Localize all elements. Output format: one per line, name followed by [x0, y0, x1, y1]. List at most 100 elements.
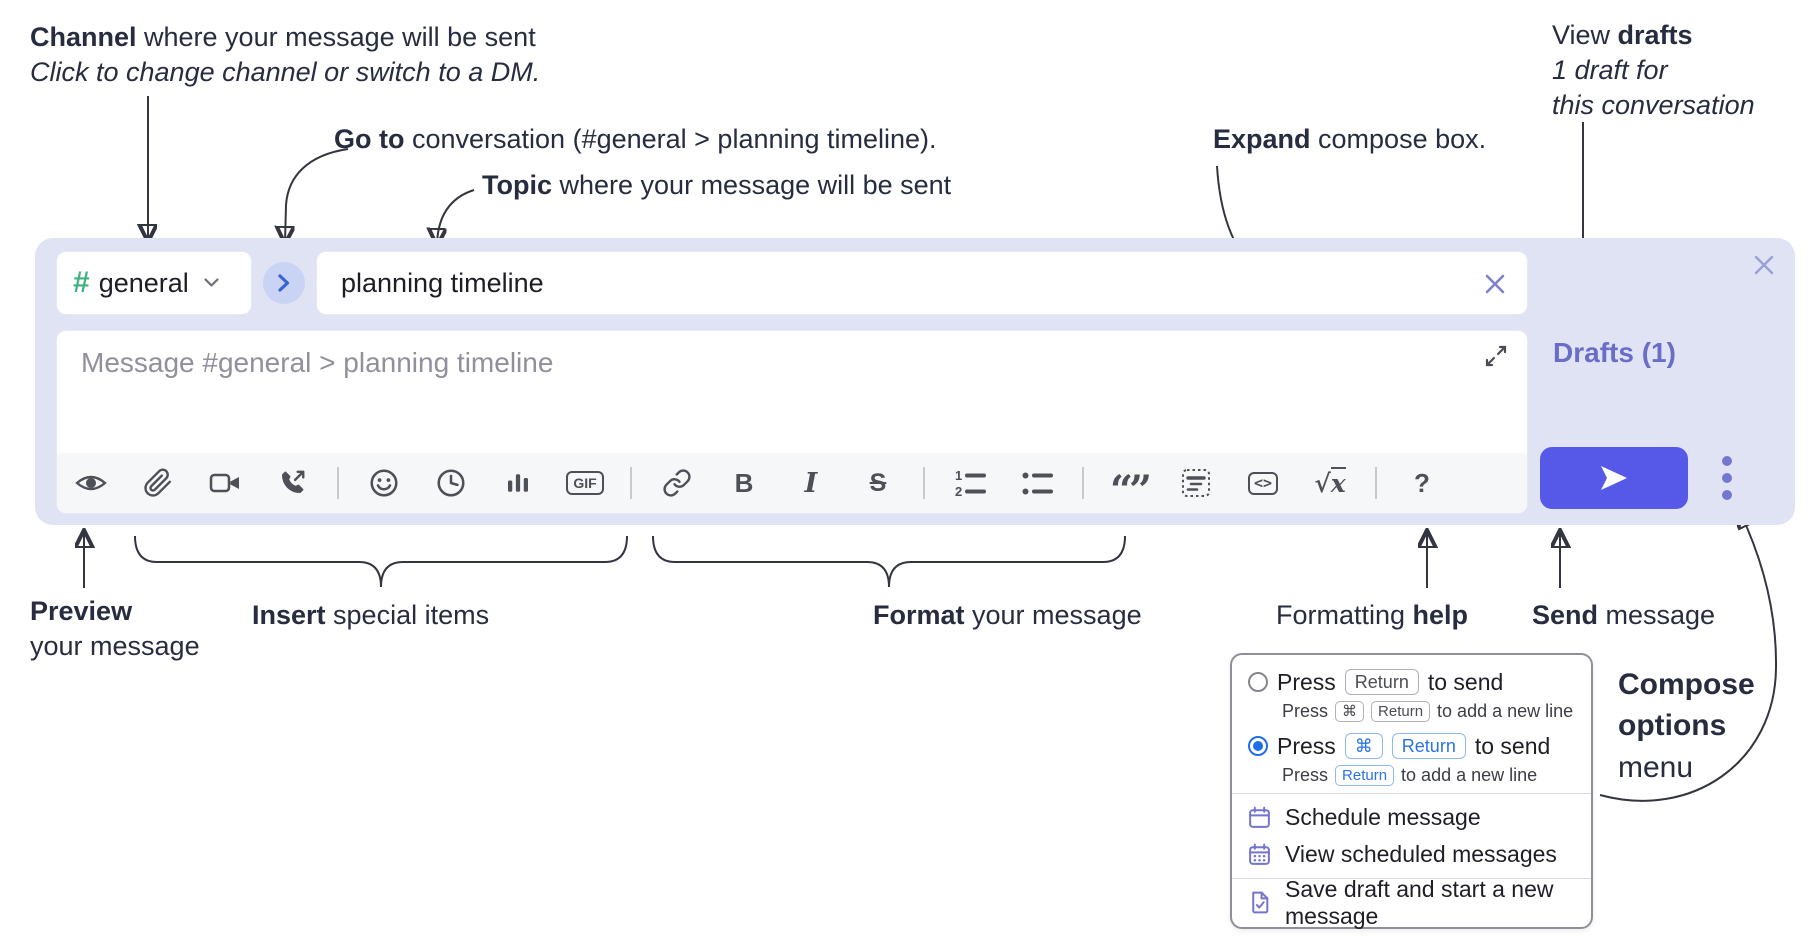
annotation-view-drafts: View drafts 1 draft for this conversatio… — [1552, 20, 1755, 121]
connector-topic — [437, 189, 475, 244]
topic-value: planning timeline — [341, 267, 544, 298]
toolbar-divider — [630, 467, 632, 499]
phone-call-icon — [282, 470, 305, 493]
option-return-to-send[interactable]: Press Return to send — [1232, 665, 1591, 699]
audio-call-button[interactable] — [270, 461, 314, 505]
formatting-toolbar: GIF B I S 1 — [57, 453, 1527, 513]
close-icon — [1754, 255, 1774, 275]
svg-text:1: 1 — [955, 468, 962, 483]
toolbar-divider — [1375, 467, 1377, 499]
code-block-icon — [1182, 469, 1210, 497]
link-button[interactable] — [655, 461, 699, 505]
option-text: to send — [1474, 732, 1551, 759]
annotation-goto: Go to conversation (#general > planning … — [334, 124, 937, 154]
video-camera-icon — [209, 473, 239, 493]
annotation-compose-options: Compose options menu — [1618, 668, 1755, 784]
preview-button[interactable] — [69, 461, 113, 505]
chevron-right-icon — [278, 274, 290, 292]
chevron-down-icon — [204, 278, 219, 287]
clock-icon — [437, 469, 465, 497]
menu-divider — [1232, 793, 1591, 794]
annotation-expand: Expand compose box. — [1213, 124, 1487, 154]
bulleted-list-button[interactable] — [1015, 461, 1059, 505]
toolbar-divider — [337, 467, 339, 499]
annotation-channel: Channel where your message will be sent … — [30, 22, 541, 88]
bold-button[interactable]: B — [722, 461, 766, 505]
compose-options-menu: Press Return to send Press ⌘ Return to a… — [1230, 653, 1593, 929]
italic-icon: I — [804, 467, 818, 499]
kebab-menu-icon — [1722, 473, 1732, 483]
strikethrough-button[interactable]: S — [856, 461, 900, 505]
poll-button[interactable] — [496, 461, 540, 505]
svg-text:2: 2 — [955, 484, 962, 499]
menu-item-view-scheduled[interactable]: View scheduled messages — [1232, 836, 1591, 873]
blockquote-icon: “” — [1109, 467, 1152, 514]
brace-insert — [134, 535, 628, 588]
formula-button[interactable]: √x — [1308, 461, 1352, 505]
keycap-return: Return — [1344, 668, 1419, 696]
keycap-return: Return — [1335, 764, 1395, 787]
kebab-menu-icon — [1722, 456, 1732, 466]
send-icon — [1601, 466, 1627, 490]
topic-input[interactable]: planning timeline — [316, 251, 1528, 315]
emoji-button[interactable] — [362, 461, 406, 505]
inline-code-button[interactable]: <> — [1241, 461, 1285, 505]
menu-item-save-draft[interactable]: Save draft and start a new message — [1232, 876, 1591, 929]
expand-icon — [1485, 345, 1507, 367]
code-block-button[interactable] — [1174, 461, 1218, 505]
annotation-insert: Insert special items — [252, 600, 490, 630]
question-mark-icon: ? — [1414, 467, 1430, 498]
annotation-topic: Topic where your message will be sent — [482, 170, 952, 200]
annotation-send: Send message — [1532, 600, 1716, 630]
close-icon — [1485, 274, 1505, 294]
channel-name: general — [98, 267, 189, 298]
calendar-grid-icon — [1249, 843, 1270, 865]
code-icon: <> — [1247, 471, 1279, 495]
keycap-return: Return — [1391, 732, 1466, 760]
message-input[interactable]: Message #general > planning timeline — [56, 330, 1528, 514]
gif-button[interactable]: GIF — [563, 461, 607, 505]
toolbar-divider — [1082, 467, 1084, 499]
expand-compose-button[interactable] — [1481, 341, 1511, 371]
save-draft-icon — [1252, 891, 1269, 914]
annotation-preview: Preview your message — [30, 596, 200, 662]
topic-clear-button[interactable] — [1479, 268, 1511, 300]
channel-selector[interactable]: # general — [56, 251, 252, 315]
italic-button[interactable]: I — [789, 461, 833, 505]
connector-goto — [285, 148, 349, 242]
radio-unselected-icon[interactable] — [1248, 672, 1268, 692]
keycap-cmd: ⌘ — [1344, 732, 1383, 760]
keycap-return: Return — [1371, 700, 1431, 723]
goto-conversation-button[interactable] — [263, 262, 305, 304]
option-cmd-return-to-send[interactable]: Press ⌘ Return to send — [1232, 729, 1591, 763]
formatting-help-button[interactable]: ? — [1400, 461, 1444, 505]
channel-hash-icon: # — [73, 266, 90, 299]
menu-item-schedule-message[interactable]: Schedule message — [1232, 799, 1591, 836]
blockquote-button[interactable]: “” — [1107, 453, 1152, 514]
ordered-list-button[interactable]: 1 2 — [948, 461, 992, 505]
smiley-icon — [370, 469, 398, 497]
option-text: Press — [1277, 732, 1336, 759]
send-button[interactable] — [1540, 447, 1688, 509]
kebab-menu-icon — [1722, 490, 1732, 500]
annotation-formatting-help: Formatting help — [1276, 600, 1469, 630]
option-text: to send — [1427, 668, 1504, 695]
close-compose-button[interactable] — [1747, 248, 1781, 282]
compose-options-button[interactable] — [1707, 447, 1747, 509]
schedule-button[interactable] — [429, 461, 473, 505]
bold-icon: B — [734, 467, 754, 498]
option-cmd-return-to-send-subtext: Press Return to add a new line — [1282, 764, 1538, 787]
brace-format — [652, 535, 1126, 588]
ordered-list-icon: 1 2 — [955, 468, 986, 499]
message-placeholder: Message #general > planning timeline — [81, 347, 554, 378]
calendar-icon — [1249, 806, 1270, 828]
record-video-button[interactable] — [203, 461, 247, 505]
menu-divider — [1232, 878, 1591, 879]
attach-file-button[interactable] — [136, 461, 180, 505]
compose-box: # general planning timeline — [35, 238, 1795, 525]
radio-selected-icon[interactable] — [1248, 736, 1268, 756]
drafts-link[interactable]: Drafts (1) — [1553, 337, 1676, 368]
menu-item-label: Save draft and start a new message — [1285, 875, 1554, 929]
annotation-format: Format your message — [873, 600, 1142, 630]
